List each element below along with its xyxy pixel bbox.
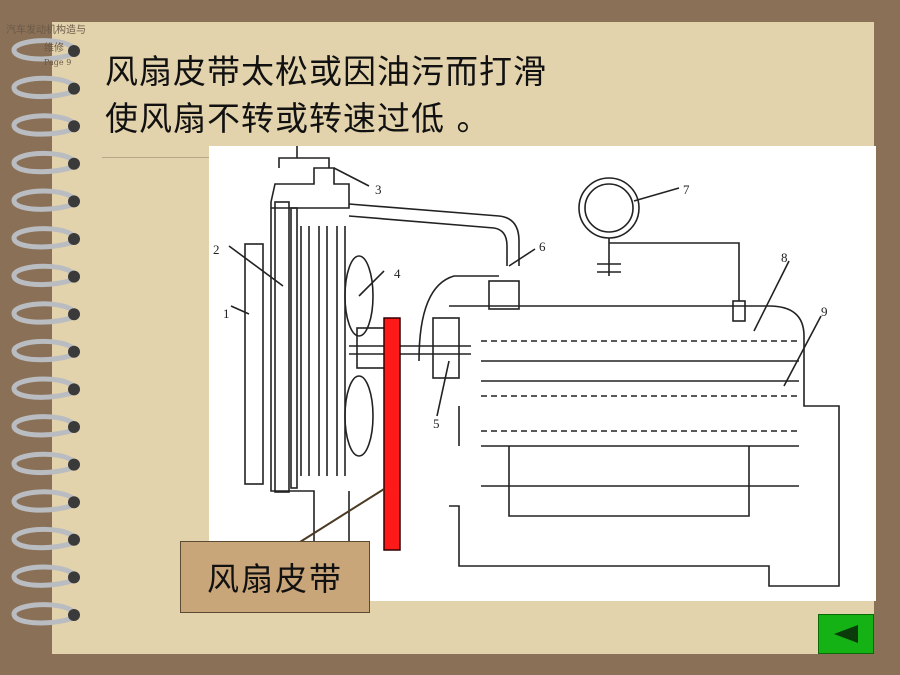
binding-hole [68,308,80,321]
binding-ring [11,451,76,476]
course-title-line1: 汽车发动机构造与 [6,25,86,36]
triangle-left-icon [834,625,858,643]
back-button[interactable] [818,614,874,654]
binding-hole [68,82,80,95]
engine-diagram-svg: 1 2 3 4 5 6 7 8 9 [213,146,840,587]
course-title-line2: 维修 [44,43,64,54]
binding-ring [11,489,76,513]
part-number-7: 7 [683,182,690,197]
binding-hole [68,233,80,245]
fan-belt-label: 风扇皮带 [180,541,370,613]
binding-ring [11,564,76,588]
part-number-1: 1 [223,306,230,321]
binding-hole [68,533,80,546]
binding-hole [68,496,80,509]
binding-ring [11,38,76,62]
part-number-3: 3 [375,182,382,197]
binding-hole [68,270,80,283]
title-divider [102,157,232,158]
binding-hole [68,120,80,133]
binding-ring [11,226,76,250]
binding-hole [68,345,80,358]
binding-hole [68,421,80,433]
part-number-2: 2 [213,242,220,257]
binding-hole [68,157,80,170]
title-line-1: 风扇皮带太松或因油污而打滑 [105,52,547,91]
part-number-6: 6 [539,239,546,254]
binding-hole [68,458,80,471]
part-number-8: 8 [781,250,788,265]
part-number-9: 9 [821,304,828,319]
binding-ring [11,75,76,100]
binding-ring [11,113,76,137]
binding-ring [11,602,76,626]
binding-ring [11,188,76,212]
page-number: Page 9 [44,58,72,67]
part-number-5: 5 [433,416,440,431]
panel-part [244,243,264,485]
binding-ring [11,263,76,288]
part-number-4: 4 [394,266,401,281]
binding-hole [68,45,80,57]
binding-hole [68,195,80,208]
binding-ring [11,526,76,551]
title-line-2: 使风扇不转或转速过低 。 [105,99,491,138]
course-header: 汽车发动机构造与 维修 Page 9 [6,22,116,68]
slide-title: 风扇皮带太松或因油污而打滑 使风扇不转或转速过低 。 [105,48,705,142]
binding-hole [68,609,80,621]
spiral-binding [11,38,80,626]
cooling-system-diagram: 1 2 3 4 5 6 7 8 9 [209,146,876,601]
binding-hole [68,383,80,396]
binding-ring [11,150,76,175]
binding-ring [11,414,76,438]
binding-ring [11,301,76,325]
fan-belt-highlight [383,317,401,551]
binding-ring [11,376,76,400]
binding-ring [11,338,76,363]
binding-hole [68,571,80,584]
